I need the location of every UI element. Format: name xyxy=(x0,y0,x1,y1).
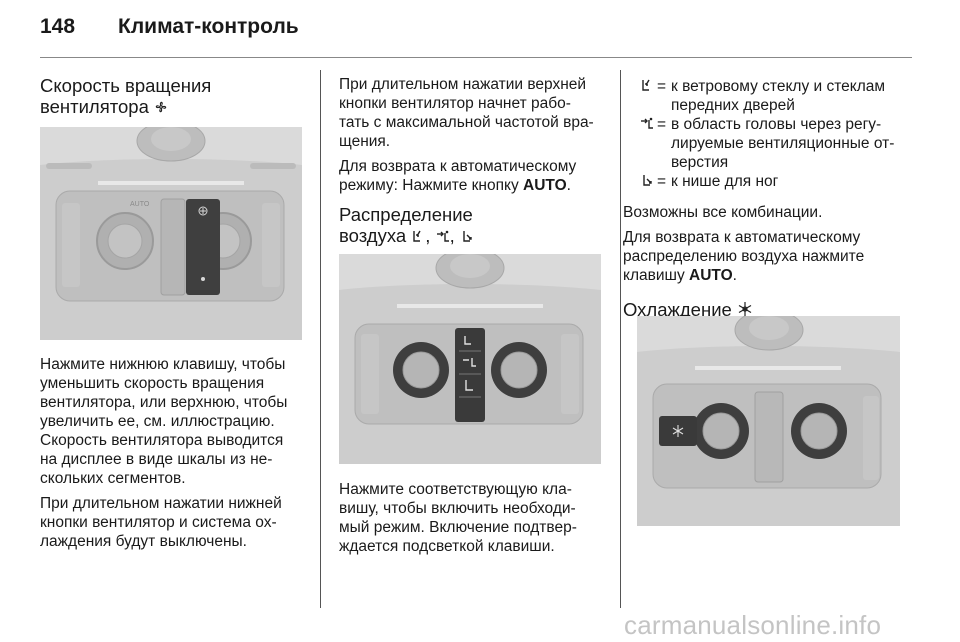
auto-key-label: AUTO xyxy=(689,267,733,284)
auto-key-label: AUTO xyxy=(523,177,567,194)
text-line: тать с максимальной частотой вра- xyxy=(339,114,594,131)
head-airflow-icon xyxy=(436,229,450,243)
airflow-legend: = к ветровому стеклу и стеклам передних … xyxy=(640,77,912,197)
column-1: Скорость вращения вентилятора xyxy=(40,75,308,117)
figure-cooling-panel xyxy=(637,316,900,526)
text-line: кнопки вентилятор начнет рабо- xyxy=(339,95,571,112)
text-line: Скорость вентилятора выводится xyxy=(40,432,284,449)
watermark: carmanualsonline.info xyxy=(624,610,882,640)
foot-airflow-icon xyxy=(640,172,656,191)
page-number: 148 xyxy=(40,15,76,38)
heading-sep: , xyxy=(425,225,431,246)
figure-auto-label: AUTO xyxy=(130,201,150,208)
text-line: клавишу xyxy=(623,267,690,284)
legend-equals: = xyxy=(657,173,667,190)
column-2-text: Нажмите соответствующую кла- вишу, чтобы… xyxy=(339,480,607,556)
paragraph: При длительном нажатии нижней кнопки вен… xyxy=(40,494,308,551)
foot-airflow-icon xyxy=(460,229,474,243)
text-line: При длительном нажатии верхней xyxy=(339,76,587,93)
heading-line: воздуха xyxy=(339,225,407,246)
paragraph: При длительном нажатии верхней кнопки ве… xyxy=(339,75,607,151)
legend-text: к нише для ног xyxy=(671,173,779,190)
paragraph: Нажмите нижнюю клавишу, чтобы уменьшить … xyxy=(40,355,308,488)
text-line: Для возврата к автоматическому xyxy=(339,158,577,175)
text-line: уменьшить скорость вращения xyxy=(40,375,265,392)
header-divider xyxy=(40,57,912,58)
paragraph: Нажмите соответствующую кла- вишу, чтобы… xyxy=(339,480,607,556)
text-line: Нажмите соответствующую кла- xyxy=(339,481,572,498)
heading-line: вентилятора xyxy=(40,96,149,117)
windscreen-airflow-icon xyxy=(640,77,656,96)
heading-line: Распределение xyxy=(339,204,473,225)
text-line: распределению воздуха нажмите xyxy=(623,248,865,265)
paragraph: Для возврата к автоматическому режиму: Н… xyxy=(339,157,607,195)
heading-line: Скорость вращения xyxy=(40,75,212,96)
text-line: скольких сегментов. xyxy=(40,470,186,487)
text-line: режиму: Нажмите кнопку xyxy=(339,177,524,194)
text-line: Нажмите нижнюю клавишу, чтобы xyxy=(40,356,286,373)
page-title: Климат-контроль xyxy=(118,15,299,38)
column-1-text: Нажмите нижнюю клавишу, чтобы уменьшить … xyxy=(40,355,308,551)
fan-icon xyxy=(154,100,168,114)
text-line: лаждения будут выключены. xyxy=(40,533,247,550)
column-divider-2 xyxy=(620,70,621,608)
legend-equals: = xyxy=(657,116,667,133)
section-heading-fan-speed: Скорость вращения вентилятора xyxy=(40,75,308,117)
text-line: увеличить ее, см. иллюстрацию. xyxy=(40,413,275,430)
text-line: вентилятора, или верхнюю, чтобы xyxy=(40,394,288,411)
section-heading-air-distribution: Распределение воздуха , , xyxy=(339,204,607,246)
legend-equals: = xyxy=(657,78,667,95)
paragraph: Возможны все комбинации. xyxy=(623,204,823,221)
text-punct: . xyxy=(732,267,737,284)
head-airflow-icon xyxy=(640,115,656,134)
text-line: мый режим. Включение подтвер- xyxy=(339,519,577,536)
column-3-text: Возможны все комбинации. Для возврата к … xyxy=(623,203,913,320)
windscreen-airflow-icon xyxy=(411,229,425,243)
text-line: вишу, чтобы включить необходи- xyxy=(339,500,576,517)
heading-line: Охлаждение xyxy=(623,299,732,320)
legend-text: в область головы через регу-лируемые вен… xyxy=(671,116,895,171)
text-line: на дисплее в виде шкалы из не- xyxy=(40,451,273,468)
text-line: Для возврата к автоматическому xyxy=(623,229,861,246)
text-line: ждается подсветкой клавиши. xyxy=(339,538,555,555)
text-line: кнопки вентилятор и система ох- xyxy=(40,514,277,531)
text-punct: . xyxy=(566,177,571,194)
section-heading-cooling: Охлаждение xyxy=(623,299,913,320)
figure-fan-speed-panel: AUTO xyxy=(40,127,302,340)
figure-air-distribution-panel xyxy=(339,254,601,464)
legend-text: к ветровому стеклу и стеклам передних дв… xyxy=(671,78,886,114)
text-line: При длительном нажатии нижней xyxy=(40,495,282,512)
paragraph: Для возврата к автоматическому распредел… xyxy=(623,228,913,285)
column-divider-1 xyxy=(320,70,321,608)
snowflake-icon xyxy=(737,301,753,317)
heading-sep: , xyxy=(449,225,455,246)
column-2: При длительном нажатии верхней кнопки ве… xyxy=(339,75,607,246)
text-line: щения. xyxy=(339,133,391,150)
